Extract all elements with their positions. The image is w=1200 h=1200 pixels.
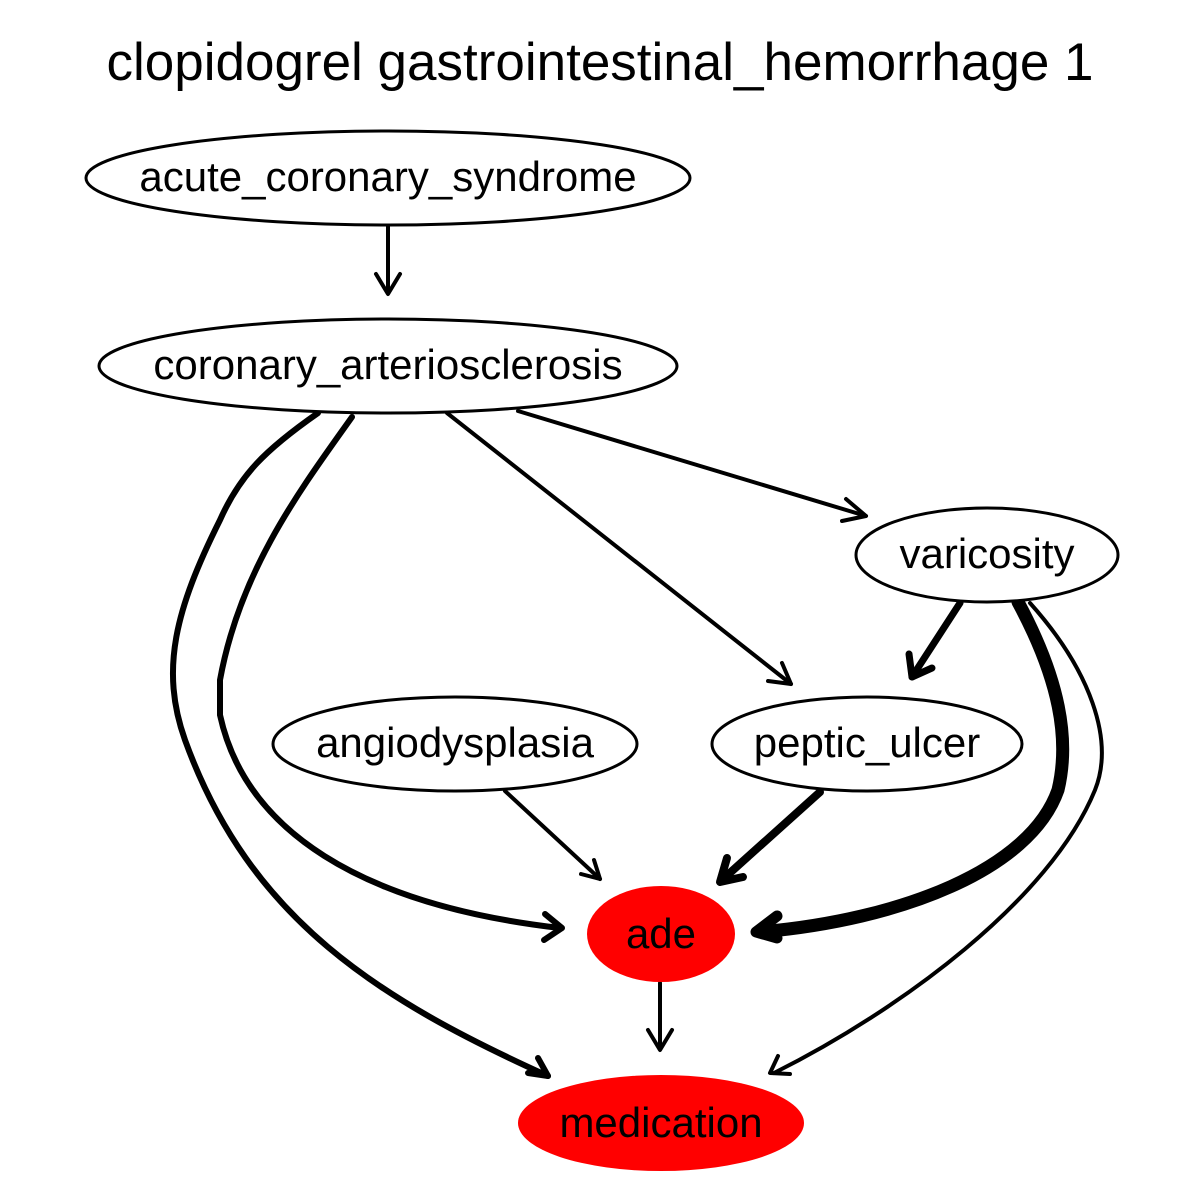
node-peptic-ulcer[interactable]: peptic_ulcer [710,695,1024,793]
node-angiodysplasia-label: angiodysplasia [316,719,595,766]
node-peptic-ulcer-shape [710,695,1024,793]
node-ade[interactable]: ade [587,886,735,982]
nodes-layer: acute_coronary_syndrome coronary_arterio… [84,129,1120,1171]
edge-coronary-arteriosclerosis-to-ade [217,414,565,943]
node-angiodysplasia[interactable]: angiodysplasia [271,695,639,793]
node-ade-shape [587,886,735,982]
edge-peptic-ulcer-to-ade [716,788,824,886]
node-medication-shape [518,1075,804,1171]
node-coronary-arteriosclerosis-label: coronary_arteriosclerosis [153,341,622,388]
node-coronary-arteriosclerosis[interactable]: coronary_arteriosclerosis [97,317,679,415]
node-varicosity-shape [854,506,1120,604]
node-acute-coronary-syndrome-label: acute_coronary_syndrome [139,153,636,200]
node-medication[interactable]: medication [518,1075,804,1171]
node-medication-label: medication [559,1099,762,1146]
edge-coronary-arteriosclerosis-to-medication [169,410,551,1079]
graph-title: clopidogrel gastrointestinal_hemorrhage … [107,33,1094,92]
edge-coronary-arteriosclerosis-to-varicosity [516,409,868,523]
node-acute-coronary-syndrome-shape [84,129,692,227]
node-varicosity-label: varicosity [899,530,1074,577]
node-coronary-arteriosclerosis-shape [97,317,679,415]
node-ade-label: ade [626,910,696,957]
edge-varicosity-to-peptic-ulcer [905,599,964,681]
node-angiodysplasia-shape [271,695,639,793]
edge-angiodysplasia-to-ade [503,789,602,881]
edge-varicosity-to-ade [750,595,1070,944]
edge-ade-to-medication [646,981,674,1052]
node-acute-coronary-syndrome[interactable]: acute_coronary_syndrome [84,129,692,227]
edges-layer [169,224,1104,1079]
node-peptic-ulcer-label: peptic_ulcer [754,719,980,766]
node-varicosity[interactable]: varicosity [854,506,1120,604]
edge-acute-coronary-syndrome-to-coronary-arteriosclerosis [374,224,402,296]
edge-coronary-arteriosclerosis-to-peptic-ulcer [445,411,793,686]
edge-varicosity-to-medication [768,601,1104,1076]
